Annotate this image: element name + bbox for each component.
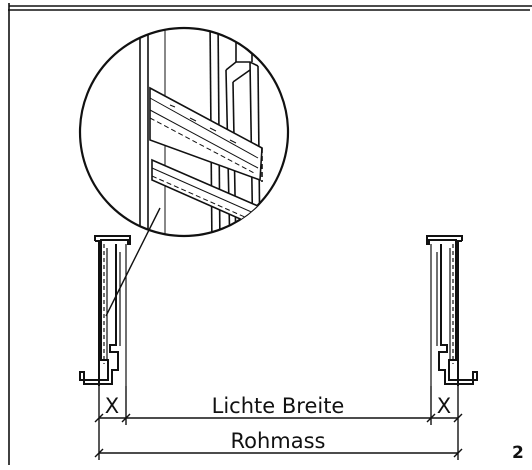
detail-circle (78, 26, 290, 238)
clear-width-label: Lichte Breite (212, 394, 345, 418)
dimension-lines (94, 386, 463, 460)
rough-opening-label: Rohmass (230, 429, 325, 453)
detail-leader-line (105, 207, 161, 317)
page-number: 2 (512, 443, 524, 463)
detail-magnifier (78, 26, 290, 317)
gap-label-right: X (437, 394, 451, 418)
gap-label-left: X (105, 394, 119, 418)
right-frame-profile (426, 235, 478, 386)
left-frame-profile (79, 235, 131, 386)
page-border (8, 3, 532, 465)
